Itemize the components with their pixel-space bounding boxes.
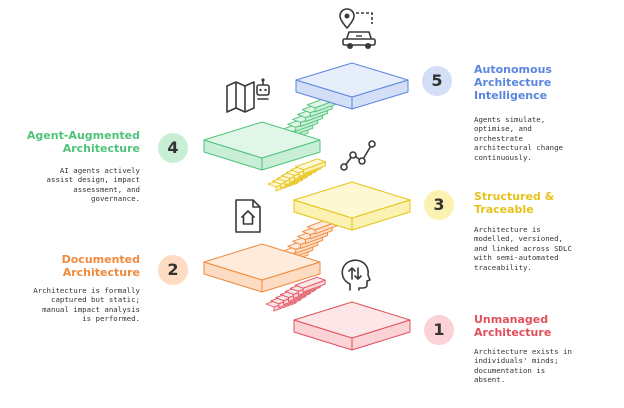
- stage-2-title: Documented Architecture: [62, 253, 140, 279]
- stage-4-description: AI agents actively assist design, impact…: [47, 166, 140, 204]
- stage-4-title-line-1: Agent-Augmented: [26, 129, 140, 142]
- stage-3-number-badge: 3: [424, 190, 454, 220]
- stage-3-desc-line: with semi-automated: [474, 253, 559, 263]
- landing-2-top-face: [203, 243, 321, 281]
- stage-4-desc-line: governance.: [91, 194, 140, 204]
- stage-3-title: Structured & Traceable: [474, 190, 554, 216]
- stage-5-number: 5: [431, 71, 443, 90]
- head-arrows-icon: [341, 259, 371, 291]
- landing-3-top-face: [293, 181, 411, 219]
- stage-2-desc-line: is performed.: [82, 314, 140, 324]
- stage-1-desc-line: absent.: [474, 375, 506, 385]
- stage-5-desc-line: orchestrate: [474, 133, 523, 143]
- document-house-icon: [235, 199, 261, 233]
- stage-2-desc-line: captured but static;: [51, 295, 140, 305]
- stage-4-desc-line: AI agents actively: [59, 166, 140, 175]
- stage-2-title-line-2: Architecture: [62, 266, 140, 279]
- stage-5-desc-line: Agents simulate,: [474, 115, 546, 124]
- stage-2-desc-line: manual impact analysis: [42, 304, 140, 314]
- stage-1-desc-line: documentation is: [474, 365, 546, 375]
- stage-4-number-badge: 4: [158, 133, 188, 163]
- stair-riser: [302, 161, 326, 175]
- stage-5-desc-line: continuously.: [474, 152, 532, 162]
- stage-5-title-line-3: Intelligence: [474, 89, 548, 102]
- stage-2-number-badge: 2: [158, 255, 188, 285]
- map-robot-icon: [226, 78, 270, 113]
- stage-4-desc-line: assessment, and: [73, 184, 140, 194]
- autonomous-car-icon: [339, 8, 376, 49]
- stage-1-desc-line: individuals' minds;: [474, 356, 559, 366]
- stage-2-title-line-1: Documented: [61, 253, 140, 266]
- stage-3-desc-line: traceability.: [474, 262, 532, 272]
- stage-3-desc-line: Architecture is: [474, 225, 541, 234]
- stage-4-title-line-2: Architecture: [62, 142, 140, 155]
- stage-3-desc-line: modelled, versioned,: [474, 234, 563, 244]
- landing-4-top-face: [203, 121, 321, 159]
- stage-2-desc-line: Architecture is formally: [33, 286, 140, 295]
- stage-5-desc-line: optimise, and: [474, 124, 532, 134]
- landing-5-top-face: [295, 62, 409, 98]
- stage-3-description: Architecture is modelled, versioned, and…: [474, 225, 572, 272]
- stage-5-title: Autonomous Architecture Intelligence: [474, 63, 552, 102]
- stage-5-title-line-1: Autonomous: [474, 63, 552, 76]
- stage-1-title-line-1: Unmanaged: [474, 313, 549, 326]
- stage-1-title: Unmanaged Architecture: [474, 313, 551, 339]
- stage-1-description: Architecture exists in individuals' mind…: [474, 347, 572, 385]
- stage-4-title: Agent-Augmented Architecture: [27, 129, 140, 155]
- landing-1-top-face: [293, 301, 411, 339]
- stage-5-number-badge: 5: [422, 66, 452, 96]
- stage-5-desc-line: architectural change: [474, 143, 563, 153]
- stage-2-number: 2: [167, 260, 179, 279]
- stair-riser: [302, 279, 326, 293]
- stage-3-title-line-1: Structured &: [474, 190, 555, 203]
- stage-1-title-line-2: Architecture: [474, 326, 552, 339]
- stage-4-desc-line: assist design, impact: [46, 175, 140, 185]
- trend-line-icon: [340, 140, 376, 171]
- stage-2-description: Architecture is formally captured but st…: [33, 286, 140, 324]
- stage-3-number: 3: [433, 195, 445, 214]
- stage-5-title-line-2: Architecture: [474, 76, 552, 89]
- stage-1-number-badge: 1: [424, 315, 454, 345]
- stage-5-description: Agents simulate, optimise, and orchestra…: [474, 115, 563, 162]
- stage-4-number: 4: [167, 138, 179, 157]
- stage-1-number: 1: [433, 320, 445, 339]
- stage-3-title-line-2: Traceable: [474, 203, 534, 216]
- stage-1-desc-line: Architecture exists in: [474, 347, 572, 356]
- stage-3-desc-line: and linked across SDLC: [474, 243, 572, 253]
